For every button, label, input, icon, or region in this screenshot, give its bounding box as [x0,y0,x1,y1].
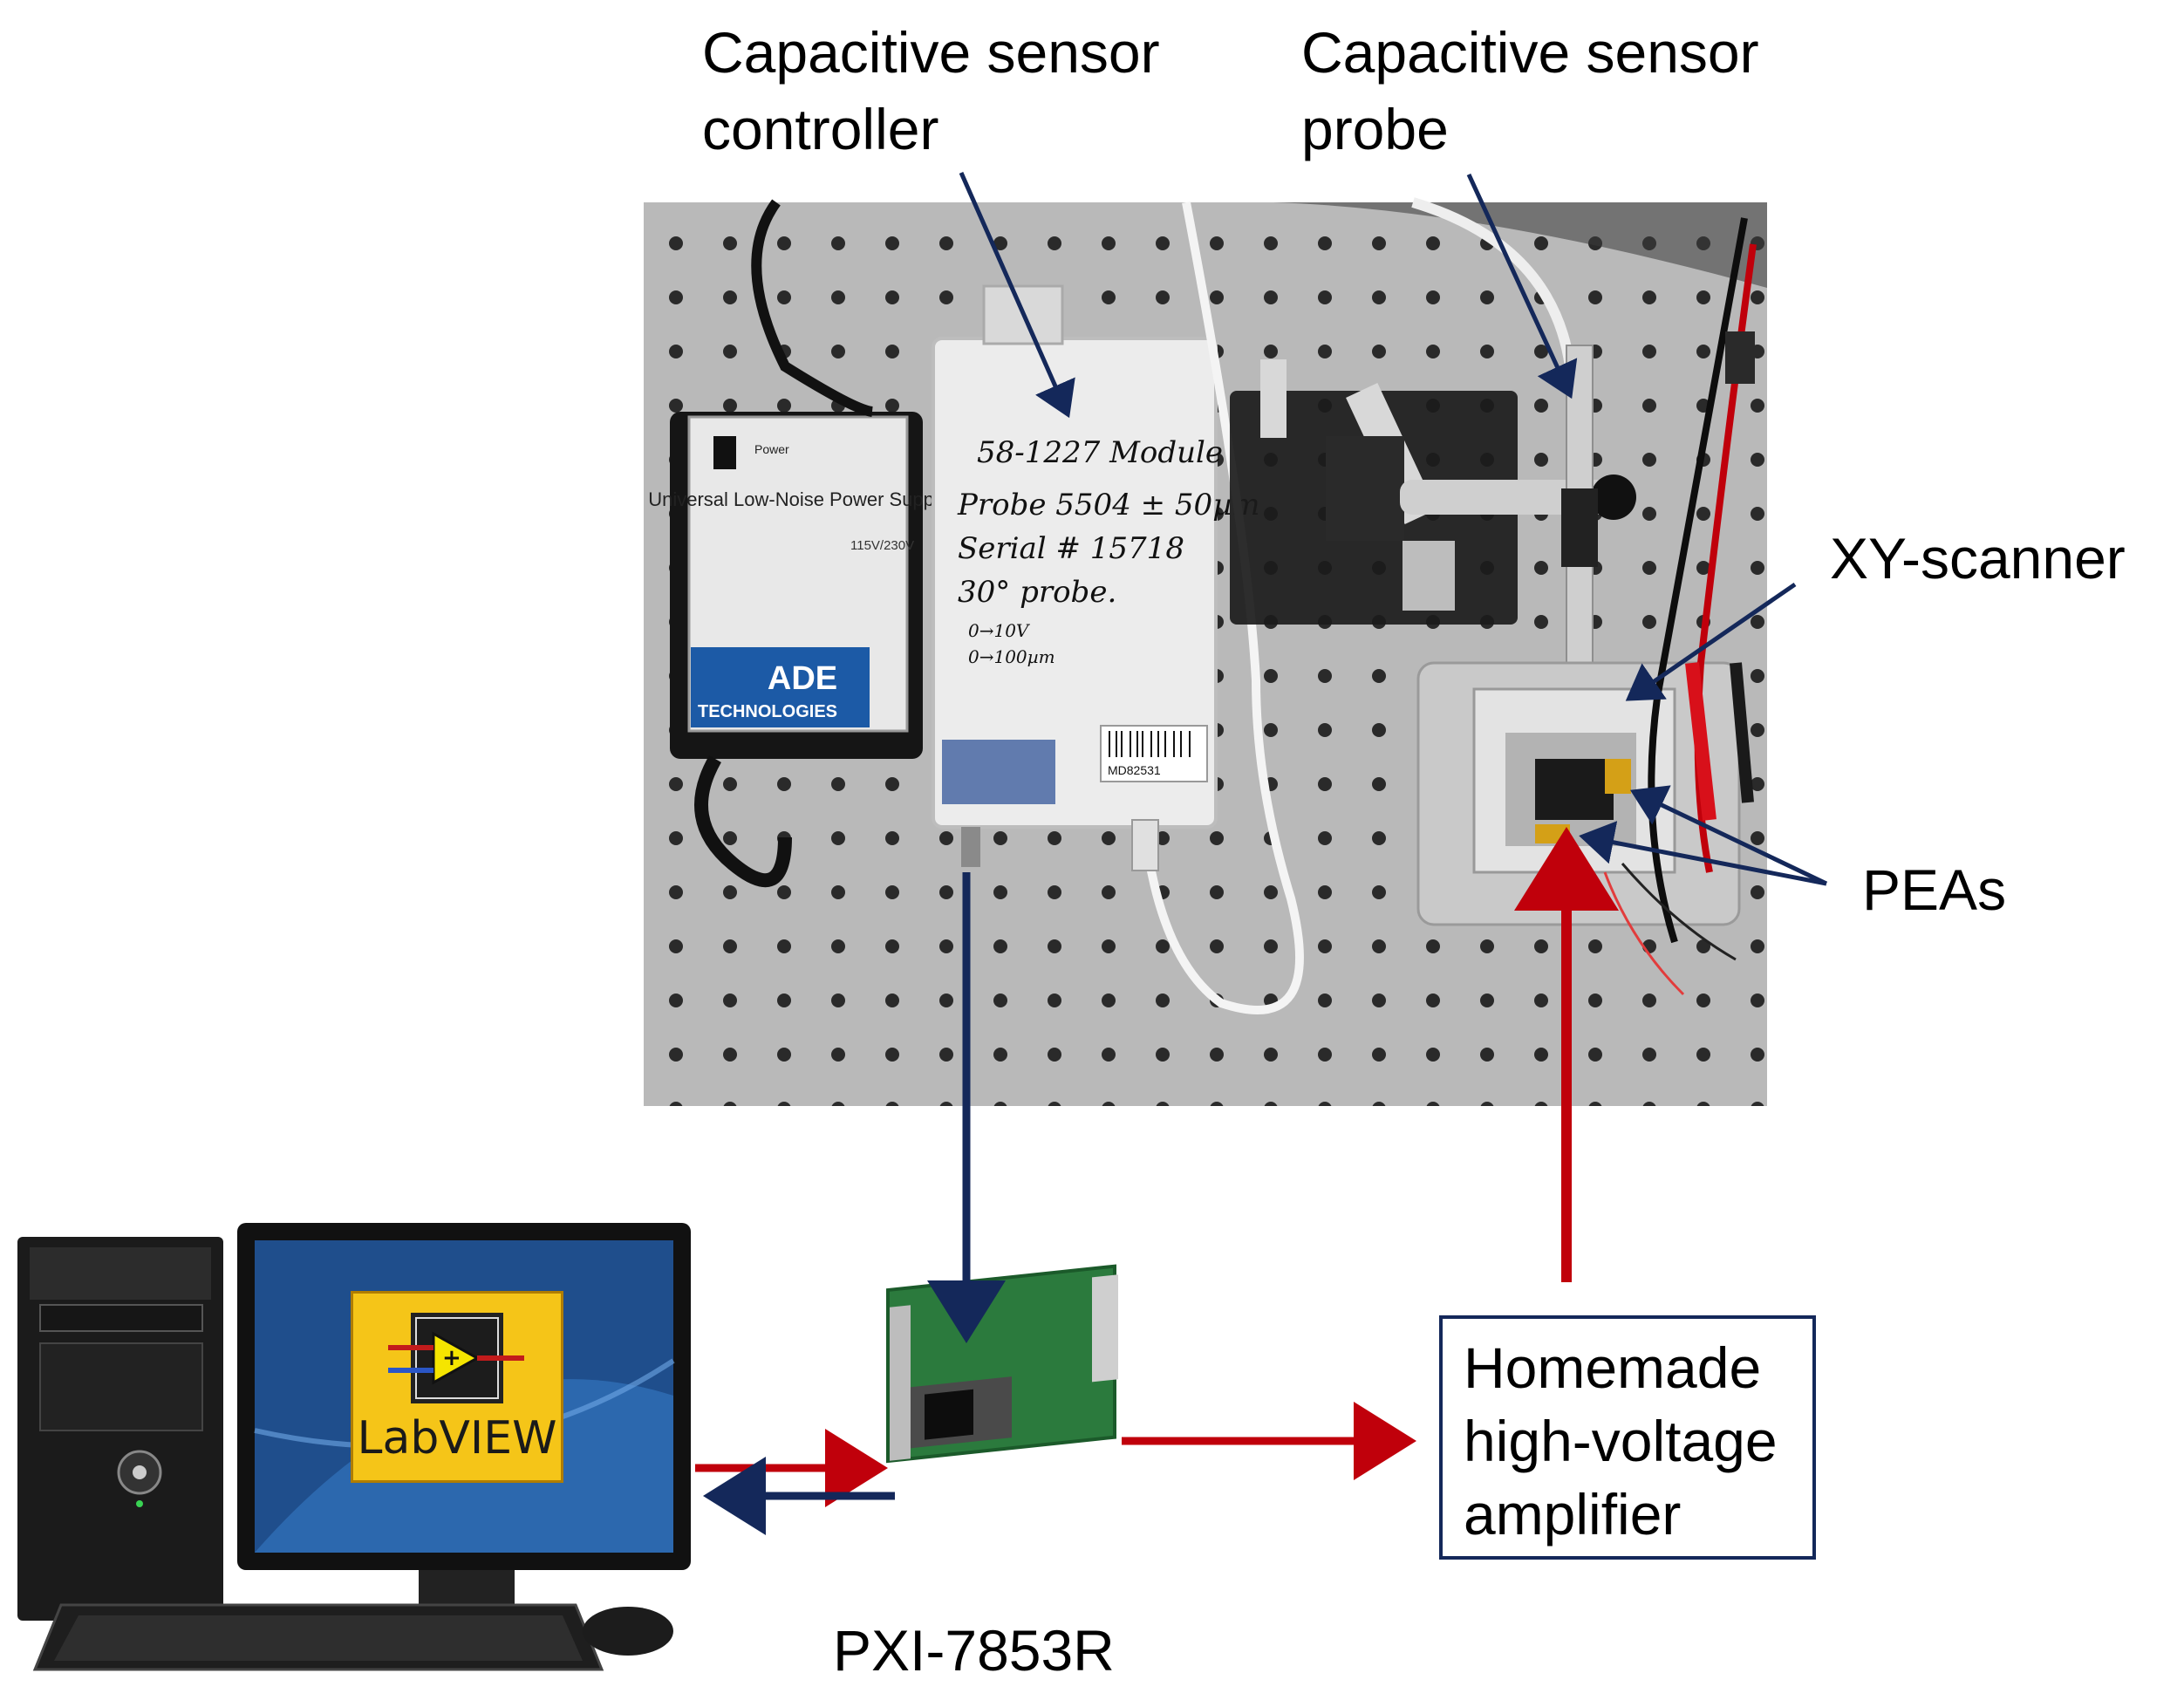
power-supply: Power Universal Low-Noise Power Supply 1… [648,199,948,888]
pxi-label: PXI-7853R [833,1618,1115,1683]
controller-pointer [959,171,1075,419]
module-note-6: 0→100µm [968,646,1055,667]
positioning-stage [1230,359,1636,625]
controller-label-line1: Capacitive sensor [702,20,1160,85]
probe-label-line2: probe [1301,97,1449,161]
labview-icon[interactable]: + LabVIEW [351,1291,563,1483]
keyboard-icon [32,1603,604,1671]
labview-logo-graphic: + [388,1313,524,1403]
xy-scanner-label: XY-scanner [1830,526,2126,591]
sensor-controller-module: 58-1227 Module Probe 5504 ± 50µm Serial … [932,201,1304,1014]
power-supply-title: Universal Low-Noise Power Supply [648,488,948,510]
amplifier-label-line3: amplifier [1464,1482,1682,1547]
peas-pointer-2 [1579,821,1827,886]
module-note-2: Probe 5504 ± 50µm [957,488,1260,522]
module-note-1: 58-1227 Module [977,435,1223,470]
mouse-icon [583,1607,673,1656]
computer-tower-icon [17,1237,223,1621]
setup-photo: Power Universal Low-Noise Power Supply 1… [644,197,1767,1106]
module-note-3: Serial # 15718 [958,531,1184,566]
power-supply-brand: TECHNOLOGIES [698,702,837,721]
probe-label-line1: Capacitive sensor [1301,20,1759,85]
amplifier-label-line2: high-voltage [1464,1409,1778,1473]
labview-label: LabVIEW [357,1412,557,1465]
barcode-id: MD82531 [1108,763,1161,777]
xy-scanner-pointer [1625,582,1797,701]
amplifier-label-line1: Homemade [1464,1335,1762,1400]
svg-text:+: + [442,1345,461,1371]
amplifier-box: Homemade high-voltage amplifier [1439,1315,1816,1560]
power-switch-label: Power [754,442,789,456]
connection-arrows [695,171,1828,1535]
module-note-4: 30° probe. [958,575,1116,610]
power-supply-logo: ADE [768,660,837,697]
module-note-5: 0→10V [968,620,1031,641]
power-supply-voltage: 115V/230V [850,538,914,553]
probe-pointer [1466,173,1578,399]
pxi-card-icon [886,1264,1118,1464]
peas-pointer-1 [1629,785,1828,886]
peas-label: PEAs [1862,857,2007,922]
controller-label-line2: controller [702,97,939,161]
